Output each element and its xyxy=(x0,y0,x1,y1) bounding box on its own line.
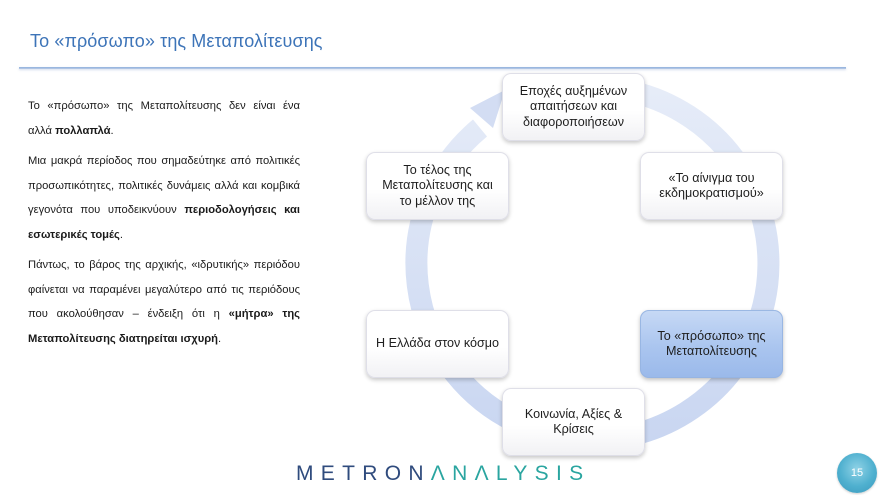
body-text: Το «πρόσωπο» της Μεταπολίτευσης δεν είνα… xyxy=(28,94,300,357)
cycle-node-greece-world[interactable]: Η Ελλάδα στον κόσμο xyxy=(366,310,509,378)
cycle-node-face-active[interactable]: Το «πρόσωπο» της Μεταπολίτευσης xyxy=(640,310,783,378)
cycle-node-demands[interactable]: Εποχές αυξημένων απαιτήσεων και διαφοροπ… xyxy=(502,73,645,141)
page-number-badge: 15 xyxy=(837,453,877,493)
cycle-node-end-future[interactable]: Το τέλος της Μεταπολίτευσης και το μέλλο… xyxy=(366,152,509,220)
paragraph-1: Το «πρόσωπο» της Μεταπολίτευσης δεν είνα… xyxy=(28,100,300,137)
paragraph-2: Μια μακρά περίοδος που σημαδεύτηκε από π… xyxy=(28,155,300,241)
paragraph-3: Πάντως, το βάρος της αρχικής, «ιδρυτικής… xyxy=(28,259,300,345)
slide-title: Το «πρόσωπο» της Μεταπολίτευσης xyxy=(30,31,323,51)
cycle-node-democratization[interactable]: «Το αίνιγμα του εκδημοκρατισμού» xyxy=(640,152,783,220)
metron-analysis-logo: METRONΛNΛLYSIS xyxy=(296,462,591,485)
cycle-node-society[interactable]: Κοινωνία, Αξίες & Κρίσεις xyxy=(502,388,645,456)
title-divider xyxy=(19,67,846,69)
